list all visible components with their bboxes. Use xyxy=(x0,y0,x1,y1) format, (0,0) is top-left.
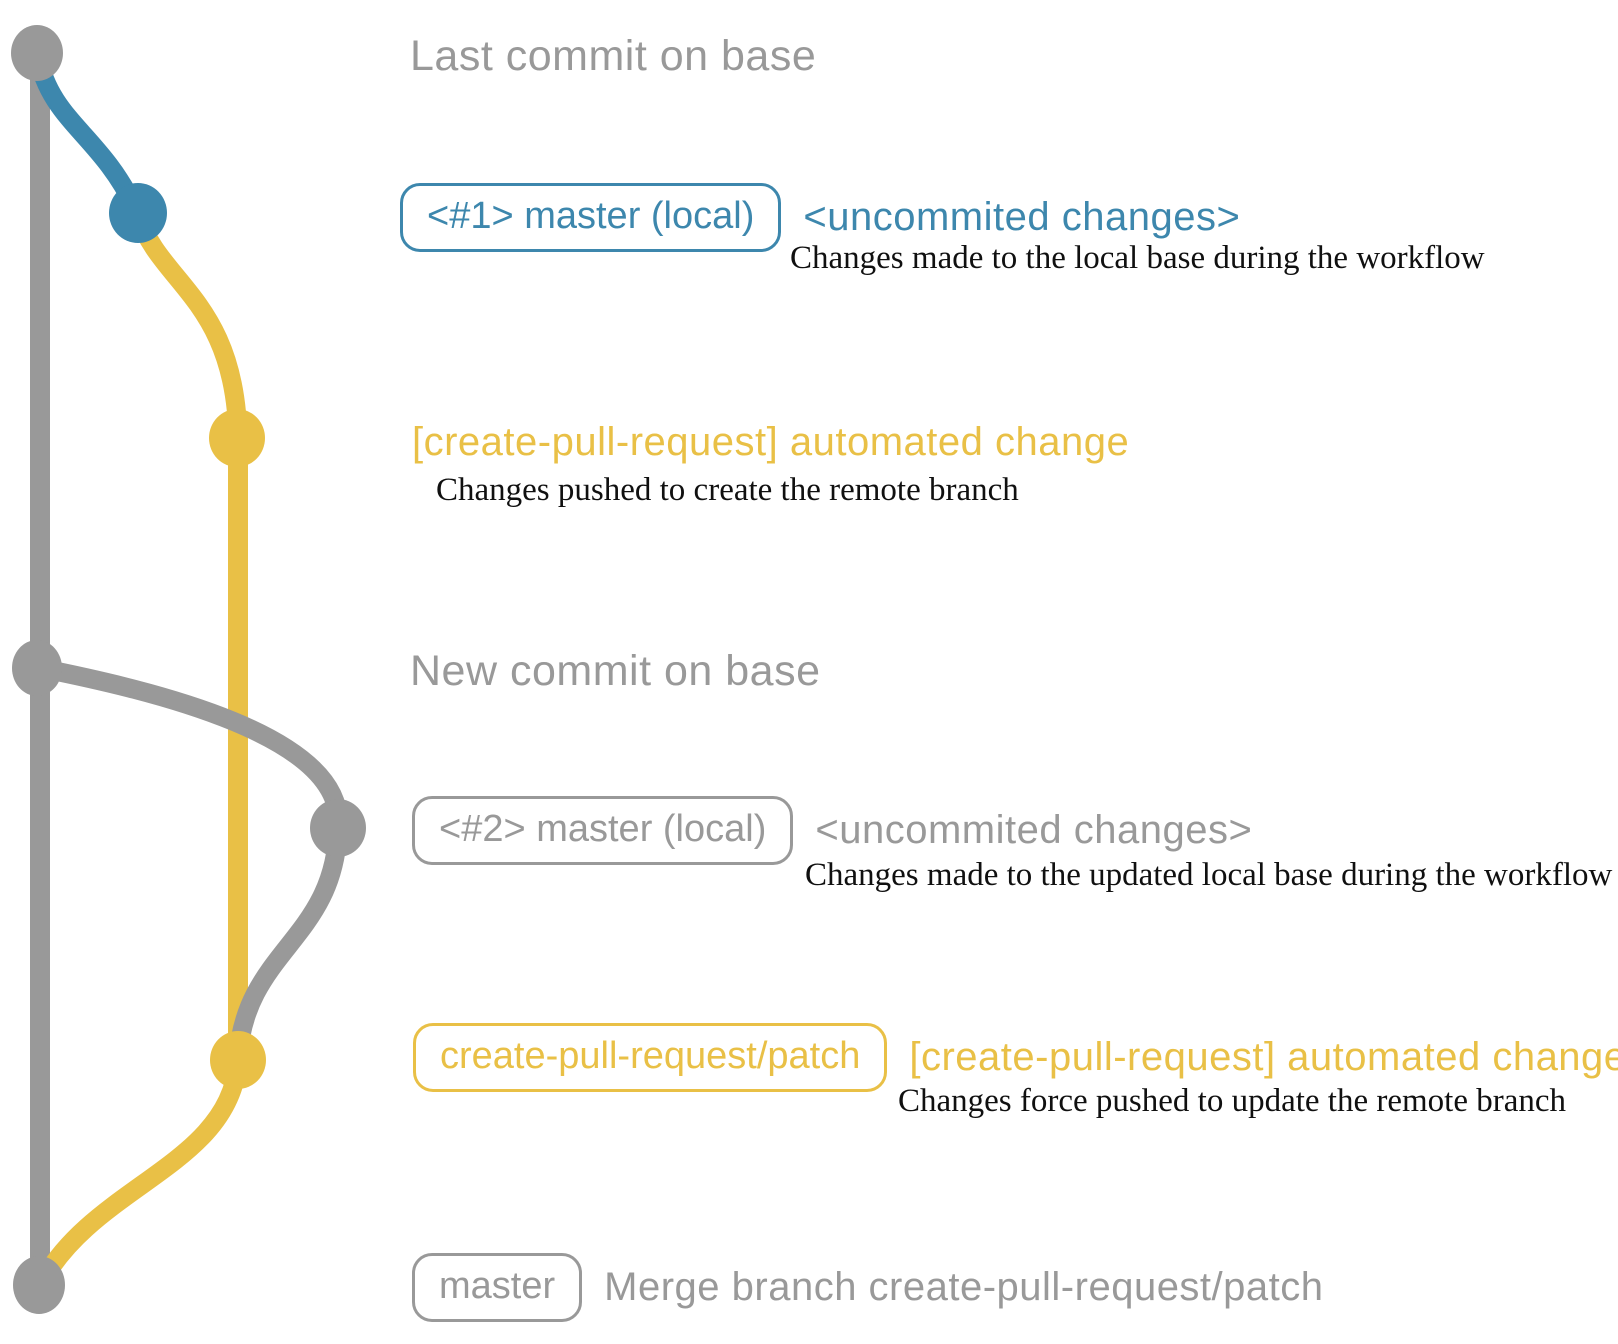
commit-message-uncommitted-1: <uncommited changes> xyxy=(803,195,1241,239)
last-commit-label: Last commit on base xyxy=(410,32,817,80)
commit-node-local-2 xyxy=(310,799,366,857)
caption-commit-1: Changes made to the local base during th… xyxy=(790,240,1485,276)
row-merge: master Merge branch create-pull-request/… xyxy=(412,1253,1324,1322)
commit-message-automated-1: [create-pull-request] automated change xyxy=(412,420,1130,464)
caption-commit-2: Changes made to the updated local base d… xyxy=(805,857,1613,893)
commit-node-remote-1 xyxy=(209,409,265,467)
merge-curve xyxy=(32,1051,248,1292)
new-commit-label: New commit on base xyxy=(410,647,821,695)
row-commit-1: <#1> master (local) <uncommited changes> xyxy=(400,183,1240,252)
commit-node-remote-2 xyxy=(210,1031,266,1089)
row-new-commit: New commit on base xyxy=(410,647,821,696)
commit-node-new-commit-on-base xyxy=(12,640,62,696)
branch-badge-master-local-2: <#2> master (local) xyxy=(412,796,794,865)
commit-message-uncommitted-2: <uncommited changes> xyxy=(815,808,1253,852)
branch-badge-master: master xyxy=(412,1253,583,1322)
commit-message-merge: Merge branch create-pull-request/patch xyxy=(604,1265,1324,1309)
branch-badge-patch: create-pull-request/patch xyxy=(413,1023,888,1092)
caption-push-1: Changes pushed to create the remote bran… xyxy=(436,472,1019,508)
local-branch-curve-2 xyxy=(30,658,348,836)
row-last-commit: Last commit on base xyxy=(410,32,816,81)
patch-update-curve xyxy=(228,818,348,1068)
patch-branch-curve-1 xyxy=(128,205,248,455)
commit-message-automated-2: [create-pull-request] automated change xyxy=(909,1035,1618,1079)
row-commit-2: <#2> master (local) <uncommited changes> xyxy=(412,796,1252,865)
commit-node-local-1 xyxy=(109,183,167,243)
local-branch-curve-1 xyxy=(28,46,144,216)
row-push-1: [create-pull-request] automated change xyxy=(412,420,1129,465)
commit-node-last-commit-on-base xyxy=(11,25,63,81)
caption-push-2: Changes force pushed to update the remot… xyxy=(898,1083,1567,1119)
commit-node-merge xyxy=(13,1256,65,1314)
branch-badge-master-local-1: <#1> master (local) xyxy=(400,183,782,252)
row-push-2: create-pull-request/patch [create-pull-r… xyxy=(413,1023,1618,1092)
